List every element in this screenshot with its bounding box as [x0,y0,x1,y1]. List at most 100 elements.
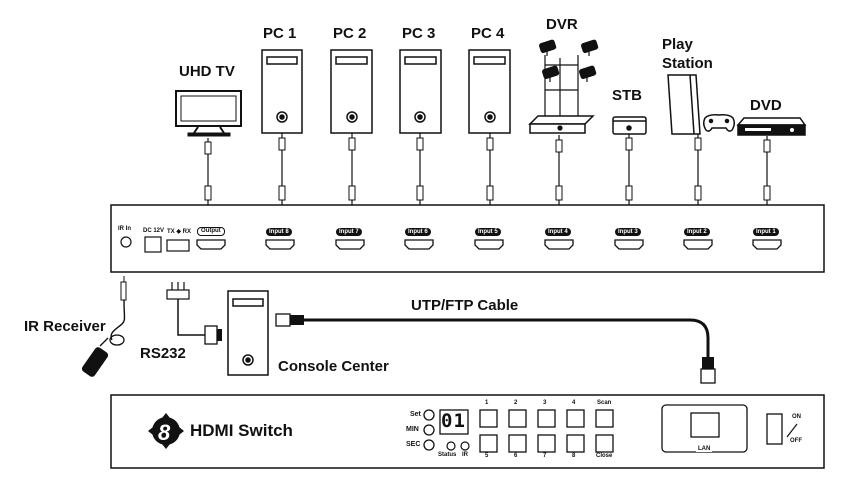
lan-port[interactable] [690,412,720,438]
pc3-label: PC 3 [402,25,436,42]
dvd-icon [736,117,807,136]
button-label-8: 8 [572,453,576,459]
input-port-label: Input 6 [405,228,431,236]
lan-label: LAN [696,446,713,452]
input-button-1[interactable] [479,409,498,428]
set-label: Set [410,411,421,418]
input-button-5[interactable] [479,434,498,453]
logo-badge [148,413,184,449]
camera-icon [542,65,560,82]
txrx-label: TX ◆ RX [167,229,191,235]
hdmi-port [683,239,713,250]
cable-pc1 [278,133,286,208]
input-port-label: Input 5 [475,228,501,236]
ir-in-label: IR In [118,226,131,232]
button-label-4: 4 [572,400,576,406]
button-label-7: 7 [543,453,547,459]
dvr-label: DVR [546,16,578,33]
input-button-8[interactable] [566,434,585,453]
ir-label: IR [462,452,468,458]
cable-pc2 [348,133,356,208]
console-center-icon [227,290,269,376]
input-port-label: Input 3 [615,228,641,236]
button-label-2: 2 [514,400,518,406]
input-port-label: Input 8 [266,228,292,236]
off-label: OFF [790,438,802,444]
utp-cable-label: UTP/FTP Cable [411,297,519,314]
uhd-tv-icon [175,90,242,137]
play-station-label-line1: Play [662,36,693,53]
set-button[interactable] [423,409,435,421]
status-led [446,441,456,451]
hdmi-port [544,239,574,250]
sec-button[interactable] [423,439,435,451]
min-button[interactable] [423,424,435,436]
device-cables [204,133,771,208]
input-button-2[interactable] [508,409,527,428]
playstation-icon [667,74,736,135]
sec-label: SEC [406,441,421,448]
pc3-icon [399,49,442,134]
output-port-label: Output [197,227,225,236]
hdmi-port [752,239,782,250]
min-label: MIN [406,426,419,433]
pc2-label: PC 2 [333,25,367,42]
button-label-1: 1 [485,400,489,406]
dvr-icon [528,39,599,134]
close-label: Close [596,453,613,459]
cable-pc4 [486,133,494,208]
hdmi-port [265,239,295,250]
pc1-icon [261,49,303,134]
uhd-tv-label: UHD TV [179,63,235,80]
logo-number: 8 [158,420,171,445]
pc2-icon [330,49,373,134]
cable-pc3 [416,133,424,208]
power-switch-indicator [786,423,798,438]
rs232-label: RS232 [140,345,186,362]
hdmi-port [614,239,644,250]
input-button-4[interactable] [566,409,585,428]
play-station-label-line2: Station [662,55,713,72]
input-button-6[interactable] [508,434,527,453]
cable-dvr [555,135,563,208]
ir-receiver-label: IR Receiver [24,318,106,335]
power-switch[interactable] [766,413,783,445]
cable-stb [625,134,633,208]
utp-cable [275,313,716,384]
rear-panel [110,204,825,273]
pc4-icon [468,49,511,134]
dvd-label: DVD [750,97,782,114]
front-panel-title: HDMI Switch [190,421,293,440]
input-button-3[interactable] [537,409,556,428]
cable-tv [204,138,212,208]
scan-label: Scan [597,400,612,406]
dc-port [144,236,162,253]
hdmi-port [404,239,434,250]
input-port-label: Input 7 [336,228,362,236]
status-label: Status [438,452,457,458]
rs232-port [166,239,190,252]
camera-icon [579,65,597,82]
scan-button[interactable] [595,409,614,428]
hdmi-port [474,239,504,250]
console-center-label: Console Center [278,358,389,375]
button-label-3: 3 [543,400,547,406]
hdmi-port [196,239,226,250]
pc1-label: PC 1 [263,25,297,42]
close-button[interactable] [595,434,614,453]
hdmi-ports [196,239,782,250]
stb-label: STB [612,87,642,104]
on-label: ON [792,414,801,420]
camera-icon [581,39,599,56]
input-port-label: Input 1 [753,228,779,236]
button-label-5: 5 [485,453,489,459]
cable-playstation [694,134,702,208]
ir-led [460,441,470,451]
input-button-7[interactable] [537,434,556,453]
input-port-label: Input 2 [684,228,710,236]
front-panel [110,394,825,469]
segment-display-value: 01 [441,410,466,432]
button-label-6: 6 [514,453,518,459]
stb-icon [612,116,647,135]
